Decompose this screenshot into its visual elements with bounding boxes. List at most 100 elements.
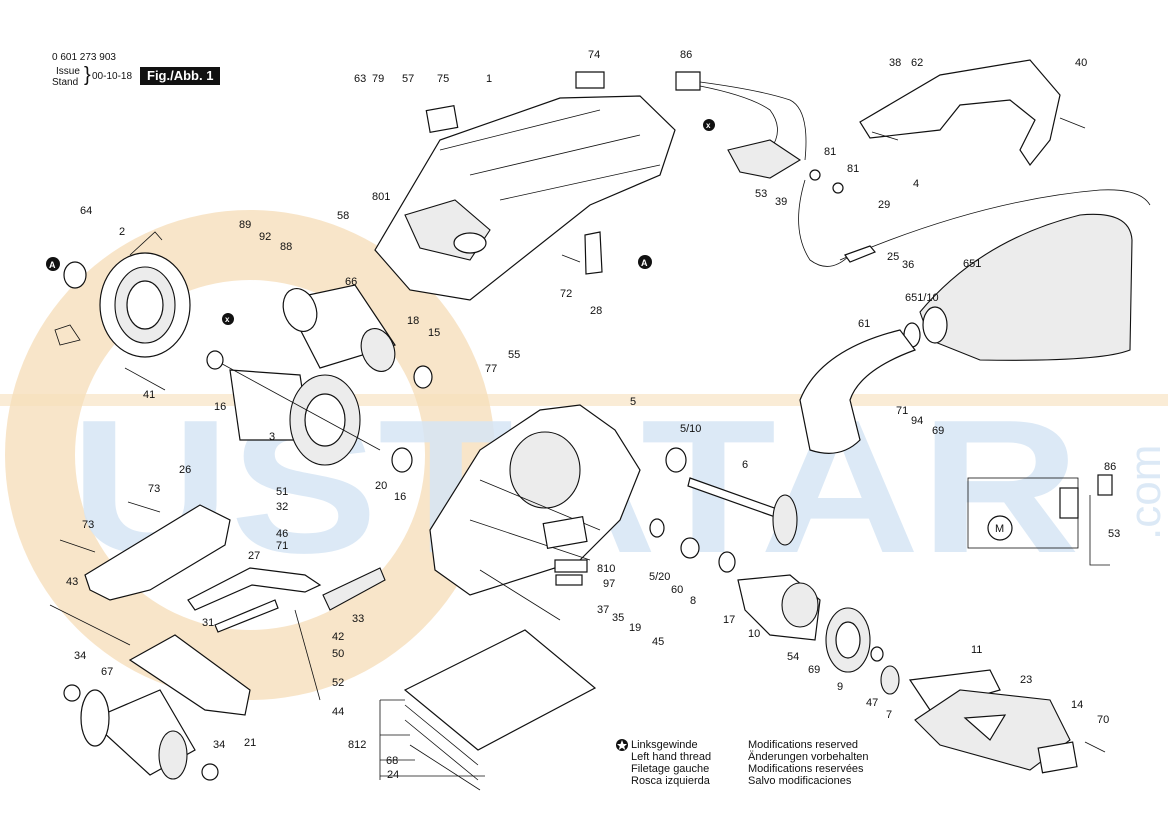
part-label: 72 <box>560 288 572 300</box>
part-label: 5 <box>630 396 636 408</box>
part-label: 25 <box>887 251 899 263</box>
part-label: 16 <box>394 491 406 503</box>
part-label: 86 <box>680 49 692 61</box>
part-label: 27 <box>248 550 260 562</box>
part-label: 46 <box>276 528 288 540</box>
legend-line: Änderungen vorbehalten <box>748 751 869 763</box>
base-frame <box>59 501 231 601</box>
issue-date: 00-10-18 <box>92 71 133 82</box>
part-label: 9 <box>837 681 843 693</box>
part-label: 86 <box>1104 461 1116 473</box>
part-label: 94 <box>911 415 923 427</box>
part-label: 64 <box>80 205 92 217</box>
left-hand-thread-icon <box>616 739 628 751</box>
part-label: 651/10 <box>905 292 939 304</box>
part-label: 23 <box>1020 674 1032 686</box>
part-label: 54 <box>787 651 799 663</box>
legend-line: Modifications reserved <box>748 739 859 751</box>
legend-line: Linksgewinde <box>631 739 698 751</box>
part-label: 73 <box>148 483 160 495</box>
figure-badge: Fig./Abb. 1 <box>140 67 221 85</box>
part-label: 3 <box>269 431 275 443</box>
part-label: 37 <box>597 604 609 616</box>
dust-bag <box>799 189 1151 454</box>
svg-text:x: x <box>225 315 230 324</box>
part-label: 62 <box>911 57 923 69</box>
part-label: 50 <box>332 648 344 660</box>
part-label: 67 <box>101 666 113 678</box>
legend-line: Rosca izquierda <box>631 775 710 787</box>
part-label: 7 <box>886 709 892 721</box>
part-label: 52 <box>332 677 344 689</box>
watermark-domain: .com <box>1121 445 1168 540</box>
svg-text:A: A <box>641 258 648 268</box>
modifications-legend: Modifications reserved Änderungen vorbeh… <box>748 739 868 787</box>
brace-icon: } <box>84 64 91 86</box>
switch-assembly <box>675 71 851 267</box>
front-handle <box>859 59 1086 167</box>
part-label: 79 <box>372 73 384 85</box>
part-label: 810 <box>597 563 615 575</box>
part-label: 24 <box>387 769 399 781</box>
fan-cover-tube <box>282 284 433 389</box>
part-label: 70 <box>1097 714 1109 726</box>
part-label: 44 <box>332 706 344 718</box>
part-label: 36 <box>902 259 914 271</box>
part-label: 92 <box>259 231 271 243</box>
legend-line: Filetage gauche <box>631 763 710 775</box>
part-label: 97 <box>603 578 615 590</box>
svg-text:x: x <box>706 121 711 130</box>
part-label: 41 <box>143 389 155 401</box>
part-label: 33 <box>352 613 364 625</box>
gear-housing <box>429 404 641 621</box>
part-label: 57 <box>402 73 414 85</box>
part-label: 34 <box>74 650 86 662</box>
part-label: 66 <box>345 276 357 288</box>
part-label: 68 <box>386 755 398 767</box>
part-label: 58 <box>337 210 349 222</box>
part-label: 812 <box>348 739 366 751</box>
part-label: 11 <box>971 644 982 656</box>
part-label: 51 <box>276 486 288 498</box>
drive-shaft <box>649 447 798 573</box>
svg-text:M: M <box>995 523 1004 535</box>
part-label: 89 <box>239 219 251 231</box>
part-label: 69 <box>932 425 944 437</box>
part-label: 73 <box>82 519 94 531</box>
part-label: 40 <box>1075 57 1087 69</box>
part-label: 8 <box>690 595 696 607</box>
issue-label: Issue <box>56 66 80 77</box>
left-hand-thread-legend: Linksgewinde Left hand thread Filetage g… <box>631 739 711 787</box>
part-label: 69 <box>808 664 820 676</box>
part-label: 88 <box>280 241 292 253</box>
legend-line: Left hand thread <box>631 751 712 763</box>
part-label: 77 <box>485 363 497 375</box>
sanding-belts <box>379 629 597 791</box>
part-label: 43 <box>66 576 78 588</box>
part-label: 21 <box>244 737 256 749</box>
part-label: 28 <box>590 305 602 317</box>
part-label: 5/10 <box>680 423 701 435</box>
part-label: 81 <box>824 146 836 158</box>
part-label: 61 <box>858 318 870 330</box>
part-label: 60 <box>671 584 683 596</box>
part-label: 29 <box>878 199 890 211</box>
armature <box>206 350 413 473</box>
part-label: 4 <box>913 178 919 190</box>
section-marker-a-icon: A A <box>46 255 652 271</box>
part-label: 53 <box>1108 528 1120 540</box>
legend-line: Modifications reservées <box>748 763 864 775</box>
belt-cover <box>908 669 1106 774</box>
part-label: 81 <box>847 163 859 175</box>
svg-text:A: A <box>49 260 56 270</box>
part-label: 55 <box>508 349 520 361</box>
part-label: 2 <box>119 226 125 238</box>
part-label: 42 <box>332 631 344 643</box>
part-label: 38 <box>889 57 901 69</box>
part-label: 34 <box>213 739 225 751</box>
part-label: 71 <box>276 540 288 552</box>
wiring-schematic: M <box>967 474 1113 566</box>
